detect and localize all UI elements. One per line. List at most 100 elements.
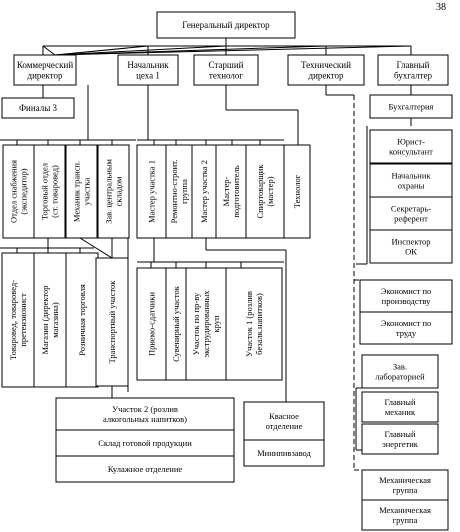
workshop-chief-box-frame <box>117 54 179 86</box>
site1-unit-3-label: Участок по пр-ву <box>191 292 201 355</box>
commercial-unit-2-label: (ст. товаровед) <box>49 165 59 218</box>
accounting-staff-4-frame <box>369 229 453 264</box>
commercial-unit-2-label: Торговый отдел <box>40 162 50 220</box>
trade-unit-1: Товаровед, товаровед-претензионист <box>1 252 35 388</box>
kvass-department-box-label: Квасное <box>269 411 299 421</box>
chief-mechanic-box-label: Главный <box>384 397 416 407</box>
senior-technologist-box-frame <box>193 54 259 86</box>
accounting-box: Бухгалтерия <box>369 94 453 119</box>
chief-accountant-box-label: Главный <box>397 60 430 70</box>
production-unit-4-label: Мастер- <box>221 176 231 206</box>
technical-director-box-frame <box>287 54 365 86</box>
trade-unit-3-frame <box>65 252 99 388</box>
commercial-unit-4-label: складом <box>113 176 123 206</box>
lab-head-box-frame <box>361 354 439 389</box>
accounting-staff-1: Юрист-консультант <box>369 129 453 164</box>
production-unit-5-frame <box>245 144 285 239</box>
general-director-box-frame <box>156 11 296 39</box>
commercial-unit-4-label: Зав. центральным <box>104 158 114 223</box>
senior-technologist-box-label: технолог <box>209 71 243 81</box>
trade-unit-2-label: Магазин (директор <box>40 285 50 354</box>
production-unit-6: Технолог <box>283 144 311 239</box>
finals-box-label: Финалы 3 <box>19 103 58 113</box>
mechanical-group-1-label: Механическая <box>379 475 431 485</box>
accounting-staff-3-label: референт <box>394 214 428 224</box>
production-unit-1-frame <box>136 144 167 239</box>
commercial-unit-2: Торговый отдел(ст. товаровед) <box>33 144 66 239</box>
accounting-staff-1-label: консультант <box>389 147 433 157</box>
finals-box-frame <box>1 97 75 119</box>
accounting-staff-2-frame <box>369 163 453 198</box>
mechanical-group-2-label: Механическая <box>379 505 431 515</box>
mechanical-group-2-label: группа <box>393 515 418 525</box>
chief-accountant-box-label: бухгалтер <box>394 71 432 81</box>
site1-unit-3-label: круп <box>211 315 221 333</box>
production-unit-5: Спиртоварщик(мастер) <box>245 144 285 239</box>
production-unit-2: Ремонтно-строит.группа <box>165 144 193 239</box>
connector-line <box>42 45 56 56</box>
senior-technologist-box-label: Старший <box>209 60 244 70</box>
accounting-staff-3: Секретарь-референт <box>369 196 453 231</box>
warehouse-unit-2-label: Склад готовой продукции <box>98 438 192 448</box>
production-unit-2-label: группа <box>179 179 189 204</box>
commercial-director-box-frame <box>13 54 77 86</box>
site1-unit-1-label: Приемо-сдатчики <box>146 292 156 356</box>
economist-labor-box-label: Экономист по <box>381 318 432 328</box>
transport-unit: Транспортный участок <box>95 257 129 387</box>
production-unit-6-label: Технолог <box>292 174 302 208</box>
accounting-staff-1-frame <box>369 129 453 164</box>
production-unit-4: Мастер-подготовитель <box>215 144 247 239</box>
commercial-unit-3-label: участка <box>81 177 91 205</box>
trade-unit-1-label: Товаровед, товаровед- <box>8 280 18 360</box>
commercial-unit-3-label: Механик трансп. <box>72 161 82 222</box>
general-director-box: Генеральный директор <box>156 11 296 39</box>
chief-energy-box-frame <box>361 423 439 455</box>
finals-box: Финалы 3 <box>1 97 75 119</box>
warehouse-unit-3-frame <box>55 455 235 483</box>
warehouse-unit-1-label: Участок 2 (розлив <box>112 404 178 414</box>
commercial-unit-1-label: (экспедитор) <box>18 168 28 214</box>
economist-labor-box-label: труду <box>396 328 417 338</box>
mechanical-group-2-frame <box>361 499 449 531</box>
minibrewery-box: Минипивзавод <box>243 439 325 467</box>
accounting-staff-4-label: ОК <box>405 247 417 257</box>
warehouse-unit-2: Склад готовой продукции <box>55 429 235 457</box>
production-unit-2-label: Ремонтно-строит. <box>169 160 179 224</box>
minibrewery-box-label: Минипивзавод <box>257 448 311 458</box>
economist-labor-box-frame <box>359 311 453 345</box>
site1-unit-4-label: безалк.напитков) <box>254 293 264 355</box>
chief-energy-box-label: Главный <box>384 429 416 439</box>
warehouse-unit-3-label: Кулажное отделение <box>108 464 183 474</box>
site1-unit-3-frame <box>185 267 227 381</box>
economist-production-box-label: Экономист по <box>381 286 432 296</box>
kvass-department-box-frame <box>243 401 325 441</box>
technical-director-box-label: Технический <box>301 60 351 70</box>
commercial-unit-2-frame <box>33 144 66 239</box>
production-unit-5-label: (мастер) <box>265 176 275 206</box>
production-unit-1: Мастер участка 1 <box>136 144 167 239</box>
mechanical-group-1-frame <box>361 469 449 501</box>
site1-unit-1: Приемо-сдатчики <box>136 267 167 381</box>
workshop-chief-box-label: цеха 1 <box>136 71 160 81</box>
minibrewery-box-frame <box>243 439 325 467</box>
connector-line <box>54 45 149 56</box>
workshop-chief-box-label: Начальник <box>127 60 169 70</box>
trade-unit-1-label: претензионист <box>18 293 28 347</box>
chief-mechanic-box-frame <box>361 391 439 423</box>
accounting-staff-2-label: Начальник <box>391 170 431 180</box>
chief-mechanic-box-label: механик <box>385 407 416 417</box>
production-unit-3-frame <box>191 144 217 239</box>
site1-unit-2: Сувенирный участок <box>165 267 187 381</box>
trade-unit-2-label: магазина) <box>50 302 60 338</box>
production-unit-3-label: Мастер участка 2 <box>199 160 209 223</box>
